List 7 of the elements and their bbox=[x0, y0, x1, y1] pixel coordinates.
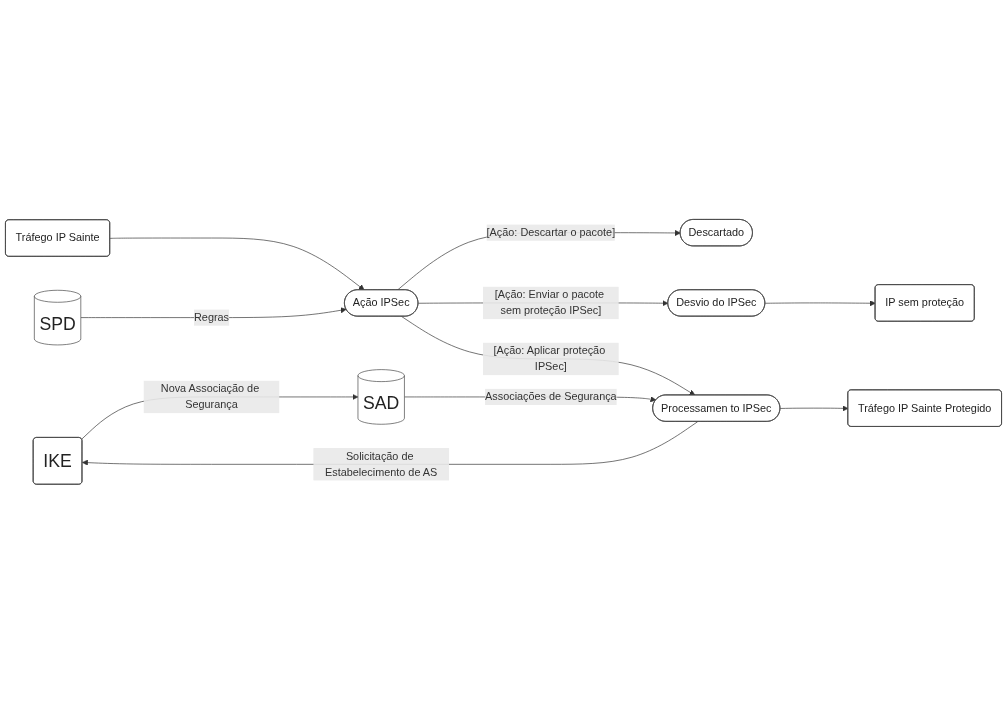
edge-label: [Ação: Aplicar proteção IPSec] bbox=[493, 344, 606, 373]
edge-label: [Ação: Descartar o pacote] bbox=[486, 226, 616, 239]
edge-label: Nova Associação de Segurança bbox=[160, 382, 260, 411]
edge-label: Solicitação de Estabelecimento de AS bbox=[325, 450, 438, 479]
edge-label: Regras bbox=[194, 311, 230, 324]
edge-label: Associações de Segurança bbox=[485, 390, 617, 403]
edge-label: [Ação: Enviar o pacote sem proteção IPSec] bbox=[494, 288, 604, 317]
